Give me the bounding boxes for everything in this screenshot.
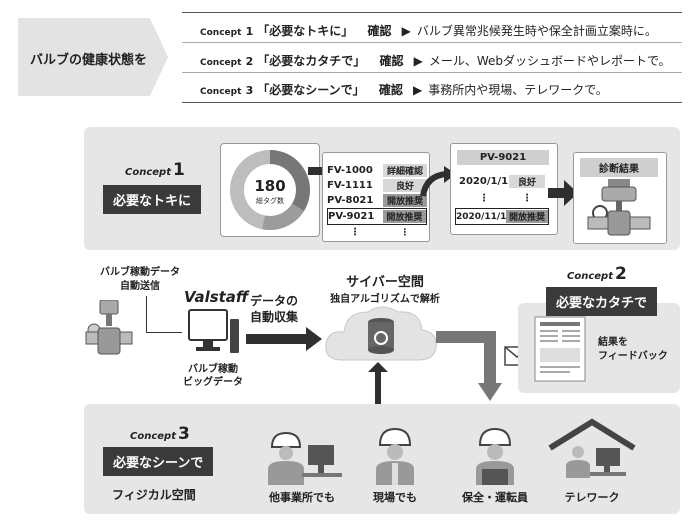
computer-icon	[188, 309, 239, 353]
feedback-arrow-icon	[436, 331, 502, 401]
cyber-title: サイバー空間	[346, 275, 424, 290]
field-valve-icon	[85, 300, 133, 355]
donut-card: 180 総タグ数	[220, 143, 320, 237]
collect-label: データの自動収集	[250, 294, 299, 324]
arrow-up-icon	[368, 362, 388, 412]
home-telework-icon	[548, 418, 636, 478]
header-left-label: バルブの健康状態を	[30, 53, 148, 68]
tag-row-ellipsis: ⋮⋮	[350, 227, 410, 238]
bigdata-label: バルブ稼動ビッグデータ	[183, 364, 243, 388]
donut-label: 総タグ数	[256, 197, 284, 205]
header-divider	[182, 42, 682, 43]
header-divider	[182, 72, 682, 73]
header-divider	[182, 102, 682, 103]
send-line	[146, 332, 182, 333]
arrow-right-icon	[246, 327, 322, 351]
donut-value: 180	[254, 177, 286, 195]
header-left-banner: バルブの健康状態を	[18, 18, 168, 96]
arrow-right-icon	[548, 180, 578, 206]
concept2-title: 必要なカタチで	[546, 287, 658, 316]
header-row-2: Concept 2「必要なカタチで」 確認 ▶メール、Webダッシュボードやレポ…	[200, 54, 671, 68]
valve-icon	[587, 179, 651, 236]
cloud-icon	[325, 306, 437, 361]
person-label: テレワーク	[564, 491, 620, 504]
header-divider	[182, 12, 682, 13]
person-label: 他事業所でも	[269, 491, 335, 504]
worker-desk-icon	[268, 431, 342, 485]
header-row-1: Concept 1「必要なトキに」 確認 ▶バルブ異常兆候発生時や保全計画立案時…	[200, 24, 657, 38]
concept3-title: 必要なシーンで	[103, 447, 214, 476]
header-rows: Concept 1「必要なトキに」 確認 ▶バルブ異常兆候発生時や保全計画立案時…	[182, 12, 682, 103]
person-label: 保全・運転員	[462, 491, 528, 504]
concept1-title: 必要なトキに	[103, 185, 202, 214]
send-line	[146, 296, 147, 332]
donut-chart	[230, 150, 310, 230]
person-label: 現場でも	[373, 491, 417, 504]
cyber-subtitle: 独自アルゴリズムで解析	[330, 294, 440, 305]
history-title: PV-9021	[457, 150, 549, 165]
valstaff-logo: Valstaff	[184, 288, 249, 306]
result-card: 診断結果	[573, 152, 667, 244]
site-worker-icon	[376, 427, 414, 485]
history-ellipsis: ⋮⋮	[479, 193, 532, 204]
report-document-icon	[534, 316, 586, 382]
feedback-label: 結果をフィードバック	[598, 337, 668, 362]
banner-shape	[18, 18, 168, 96]
maintenance-worker-icon	[476, 427, 514, 485]
send-label: バルブ稼動データ自動送信	[100, 267, 180, 292]
result-title: 診断結果	[580, 158, 658, 177]
physical-space-label: フィジカル空間	[112, 488, 196, 502]
header-row-3: Concept 3「必要なシーンで」 確認 ▶事務所内や現場、テレワークで。	[200, 83, 608, 97]
